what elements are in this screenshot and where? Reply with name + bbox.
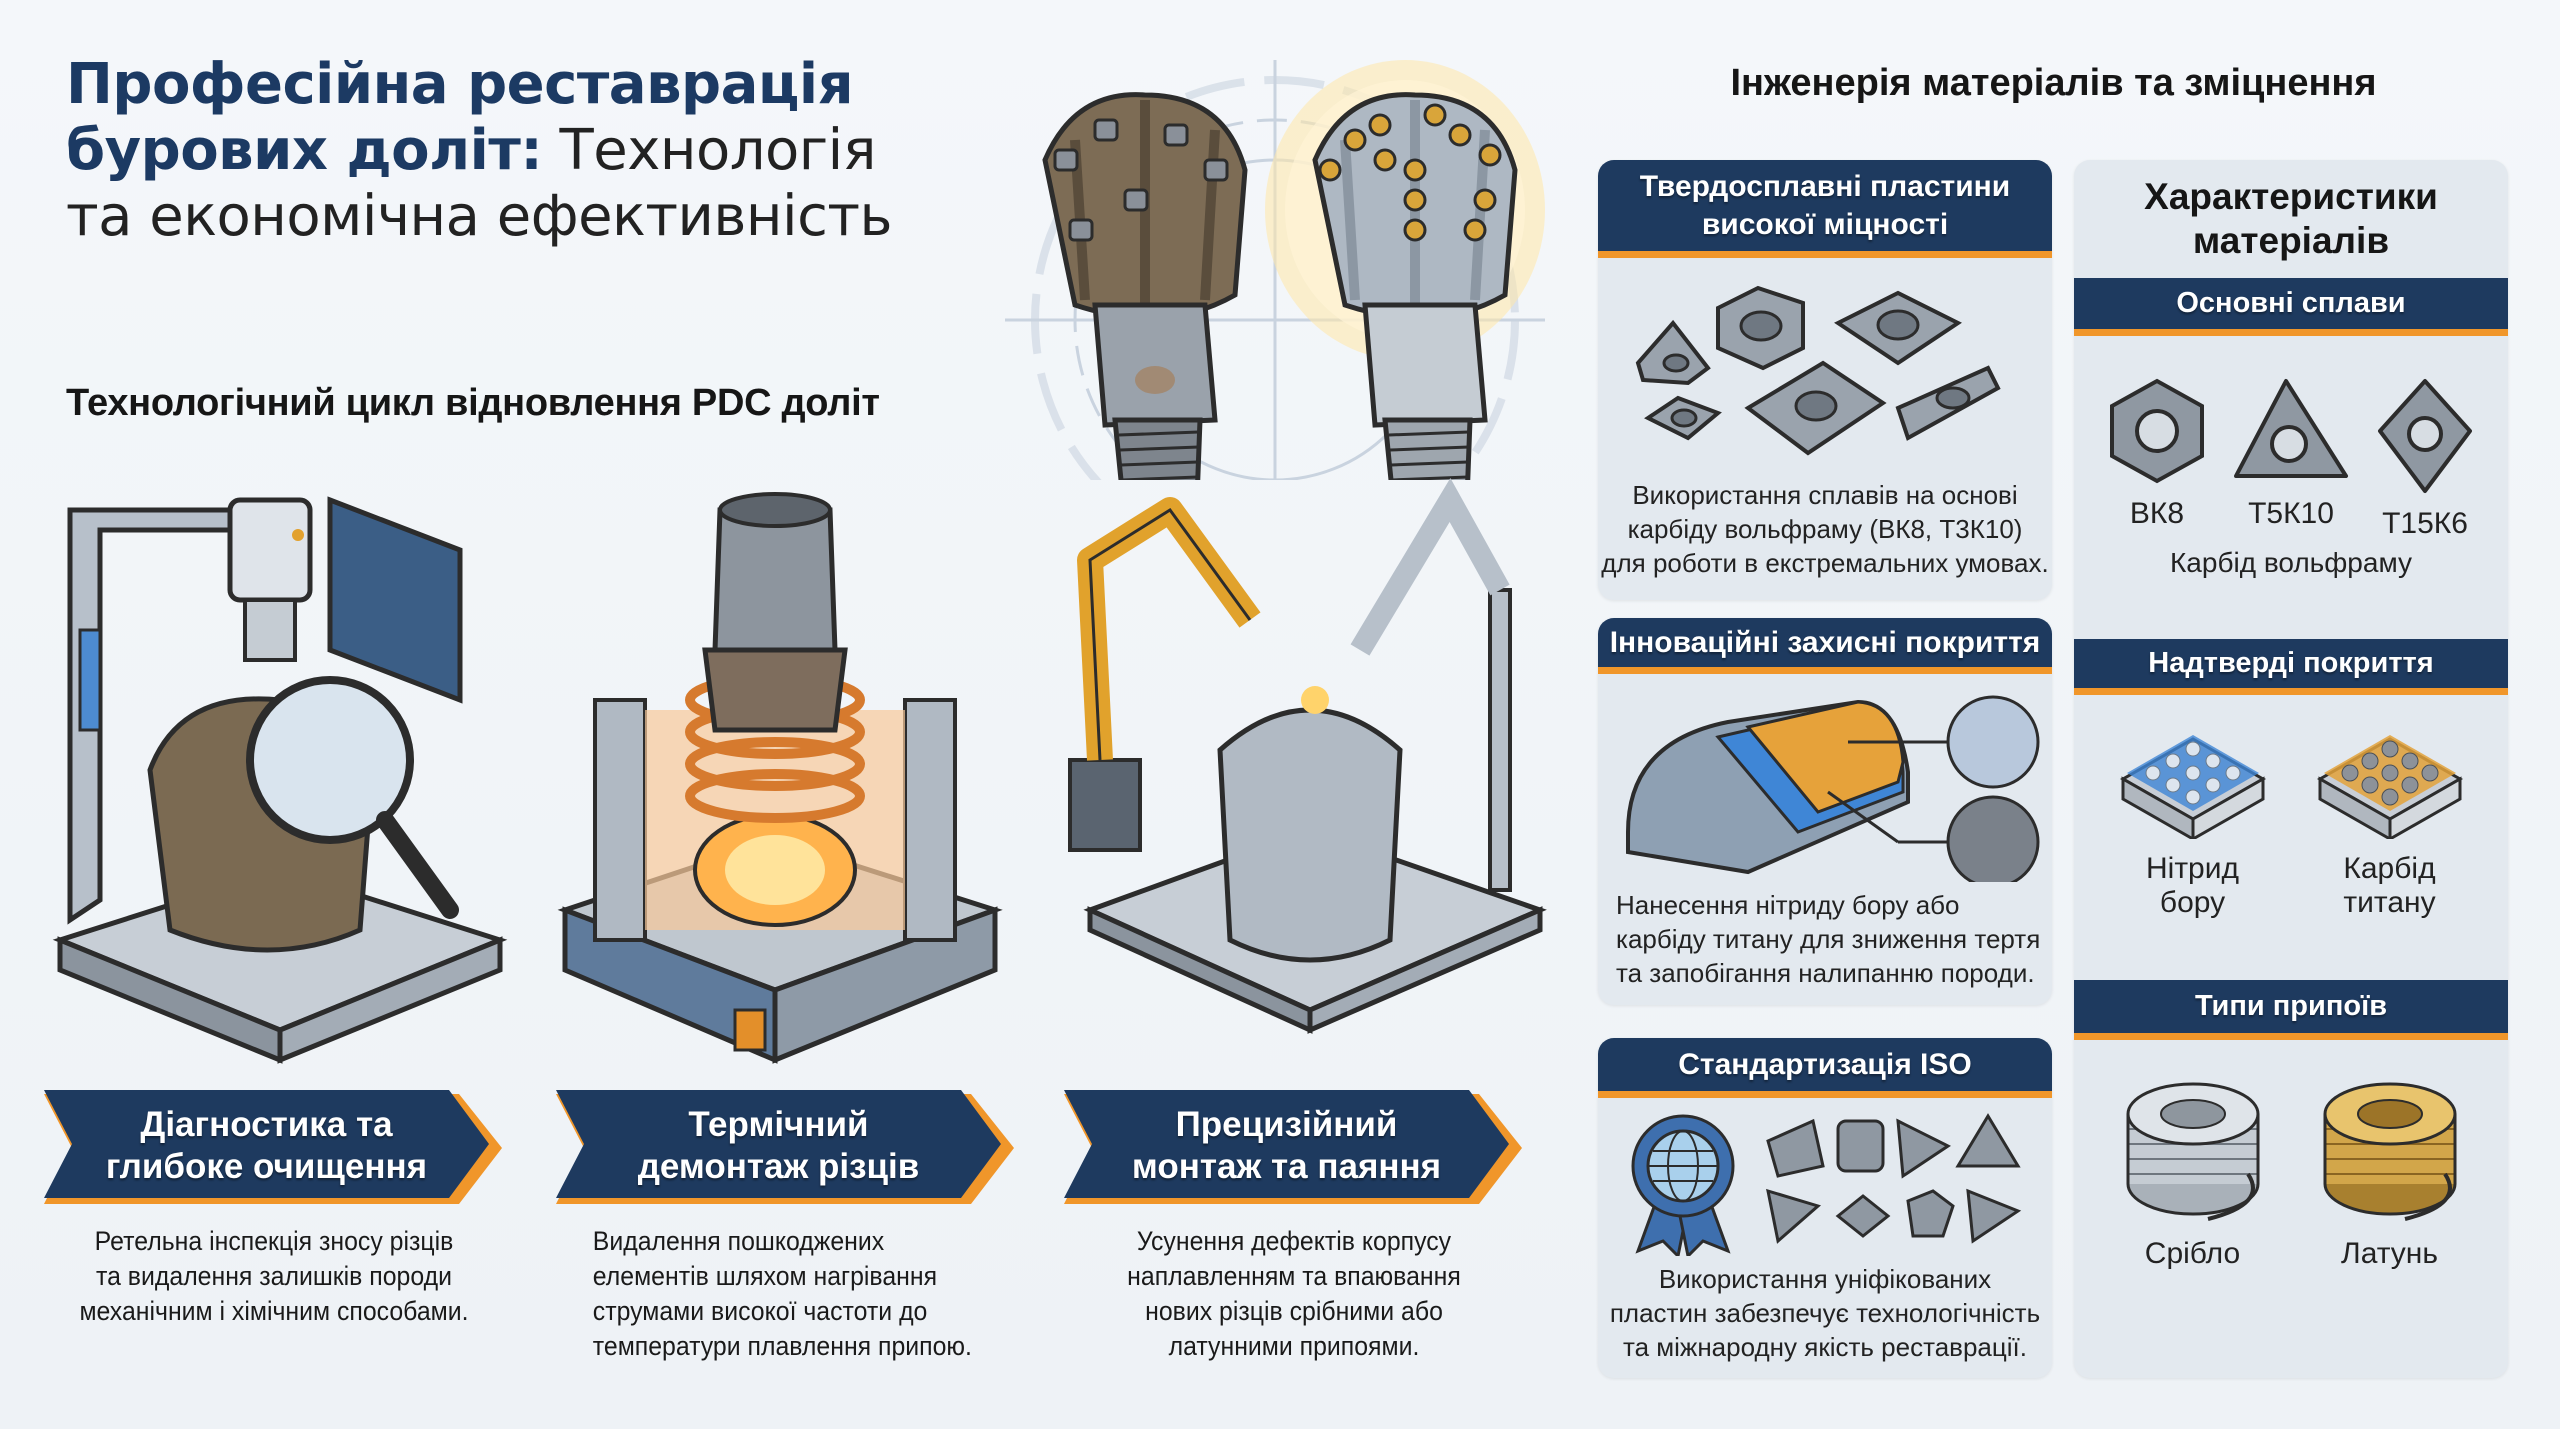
card-iso-standardization: Стандартизація ISO Використання уніфіков…: [1598, 1038, 2052, 1378]
materials-section-title: Інженерія матеріалів та зміцнення: [1730, 62, 2377, 104]
solder-item: Латунь: [2300, 1074, 2480, 1271]
chevron-arrow-icon: [556, 1090, 1014, 1204]
step-description: Усунення дефектів корпусу наплавленням т…: [1127, 1226, 1461, 1361]
silver-wire-coil-icon: [2126, 1082, 2259, 1221]
title-line-2-strong: бурових доліт:: [66, 118, 543, 183]
solders-list: Срібло Латунь: [2074, 1074, 2508, 1271]
card-description: Нанесення нітриду бору або карбіду титан…: [1616, 890, 2041, 988]
alloys-header: Основні сплави: [2074, 278, 2508, 336]
title-line-2-light: Технологія: [559, 118, 877, 183]
iso-certified-inserts-icon: [1631, 1113, 2022, 1256]
step-description: Видалення пошкоджених елементів шляхом н…: [592, 1226, 972, 1361]
page-title: Професійна реставрація бурових доліт: Те…: [66, 52, 1026, 250]
coating-layers-icon: [1626, 695, 2040, 882]
alloys-caption: Карбід вольфраму: [2169, 547, 2413, 578]
solder-item: Срібло: [2103, 1074, 2283, 1271]
chevron-arrow-icon: [44, 1090, 502, 1204]
alloy-item: Т5К10: [2226, 376, 2356, 541]
globe-ribbon-icon: [1631, 1114, 1735, 1256]
step-1-illustration: [30, 470, 520, 1070]
card-description: Використання уніфікованих пластин забезп…: [1609, 1264, 2041, 1362]
step-title-line-2: монтаж та паяння: [1131, 1147, 1442, 1186]
title-line-3: та економічна ефективність: [66, 184, 893, 249]
boron-nitride-layer-icon: [2119, 735, 2266, 842]
card-header: Інноваційні захисні покриття: [1598, 618, 2052, 674]
alloy-item: ВК8: [2092, 376, 2222, 541]
step-2-illustration: [545, 470, 1015, 1070]
card-protective-coatings: Інноваційні захисні покриття Нанесення н…: [1598, 618, 2052, 1005]
chevron-arrow-icon: [1064, 1090, 1522, 1204]
card-description: Використання сплавів на основі карбіду в…: [1601, 480, 2049, 578]
hero-drill-bits: [985, 60, 1565, 564]
hexagon-insert-icon: [2110, 378, 2204, 484]
rhombus-insert-icon: [2378, 379, 2472, 493]
alloys-list: ВК8 Т5К10 Т15К6: [2074, 376, 2508, 541]
step-3-illustration: [1030, 470, 1560, 1070]
triangle-insert-icon: [2234, 379, 2348, 478]
cycle-section-title: Технологічний цикл відновлення PDC доліт: [66, 382, 880, 424]
step-title-line-1: Прецизійний: [1175, 1105, 1398, 1144]
inspection-station-icon: [52, 496, 508, 1064]
robotic-brazing-icon: [1068, 478, 1547, 1034]
carbide-inserts-icon: [1635, 285, 2001, 456]
alloy-item: Т15К6: [2360, 376, 2490, 541]
drill-bits-icon: [1005, 60, 1545, 564]
step-title-line-2: демонтаж різців: [637, 1147, 920, 1186]
coatings-header: Надтверді покриття: [2074, 639, 2508, 695]
step-title-line-1: Діагностика та: [140, 1105, 393, 1144]
step-description: Ретельна інспекція зносу різців та видал…: [79, 1226, 469, 1326]
induction-heater-icon: [557, 492, 1003, 1064]
card-header: Стандартизація ISO: [1598, 1038, 2052, 1098]
step-title-line-1: Термічний: [688, 1105, 869, 1144]
brass-wire-coil-icon: [2323, 1082, 2456, 1221]
titanium-carbide-layer-icon: [2316, 735, 2463, 842]
step-title-line-2: глибоке очищення: [105, 1147, 428, 1186]
title-line-1: Професійна реставрація: [66, 52, 854, 117]
solders-header: Типи припоїв: [2074, 980, 2508, 1040]
